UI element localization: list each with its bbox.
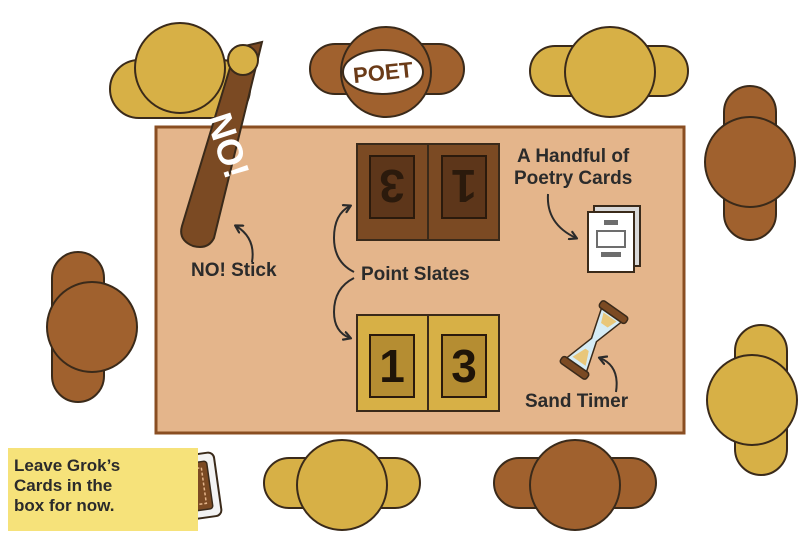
arrow-no-stick bbox=[236, 226, 254, 263]
dark-slate-right-digit: 1 bbox=[451, 160, 477, 212]
player-bottom-left bbox=[263, 439, 421, 531]
label-grok-note-line-3: box for now. bbox=[14, 496, 115, 515]
player-right-lower bbox=[706, 324, 798, 476]
label-grok-note: Leave Grok’s Cards in the box for now. bbox=[14, 456, 120, 516]
point-slate-light: 1 3 bbox=[356, 314, 500, 412]
label-poetry-cards-line-1: A Handful of bbox=[517, 146, 630, 167]
dark-slate-left-digit: 3 bbox=[379, 160, 405, 212]
point-slate-dark: 3 1 bbox=[356, 143, 500, 241]
label-no-stick: NO! Stick bbox=[191, 260, 277, 281]
poetry-card-icon bbox=[587, 205, 641, 273]
label-point-slates: Point Slates bbox=[361, 264, 470, 285]
arrow-sand-timer bbox=[600, 358, 618, 393]
light-slate-left-digit: 1 bbox=[379, 340, 405, 392]
sand-timer-icon bbox=[559, 300, 629, 380]
arrow-poetry-cards bbox=[546, 193, 576, 238]
label-grok-note-line-2: Cards in the bbox=[14, 476, 113, 495]
label-grok-note-line-1: Leave Grok’s bbox=[14, 456, 121, 475]
arrow-point-slates-up bbox=[332, 206, 355, 273]
player-right-upper bbox=[704, 85, 796, 241]
label-poetry-cards: A Handful of Poetry Cards bbox=[514, 146, 632, 190]
poet-badge bbox=[342, 49, 424, 95]
label-poetry-cards-line-2: Poetry Cards bbox=[514, 168, 633, 189]
player-left bbox=[46, 251, 138, 403]
light-slate-right-digit: 3 bbox=[451, 340, 477, 392]
player-top-left bbox=[109, 22, 251, 119]
player-bottom-right bbox=[493, 439, 657, 531]
arrow-point-slates-down bbox=[332, 277, 355, 338]
grok-note-box bbox=[8, 448, 198, 531]
label-sand-timer: Sand Timer bbox=[525, 391, 629, 412]
player-top-right bbox=[529, 26, 689, 118]
